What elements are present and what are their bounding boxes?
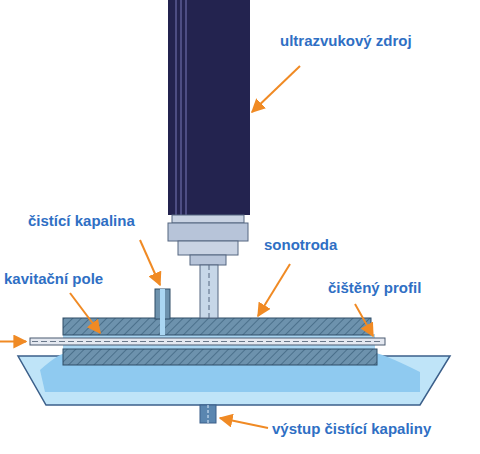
callout-label: čištěný profil bbox=[328, 279, 421, 297]
callout-label: sonotroda bbox=[264, 236, 337, 254]
leader-arrows bbox=[70, 66, 373, 428]
callout-label: výstup čistící kapaliny bbox=[272, 420, 431, 438]
callout-label: ultrazvukový zdroj bbox=[280, 32, 412, 50]
ultrasonic-source bbox=[168, 0, 250, 318]
cleaned-profile bbox=[0, 338, 385, 345]
callout-label: čistící kapalina bbox=[28, 212, 135, 230]
callout-label: kavitační pole bbox=[4, 270, 103, 288]
inlet-pipe bbox=[155, 289, 170, 335]
